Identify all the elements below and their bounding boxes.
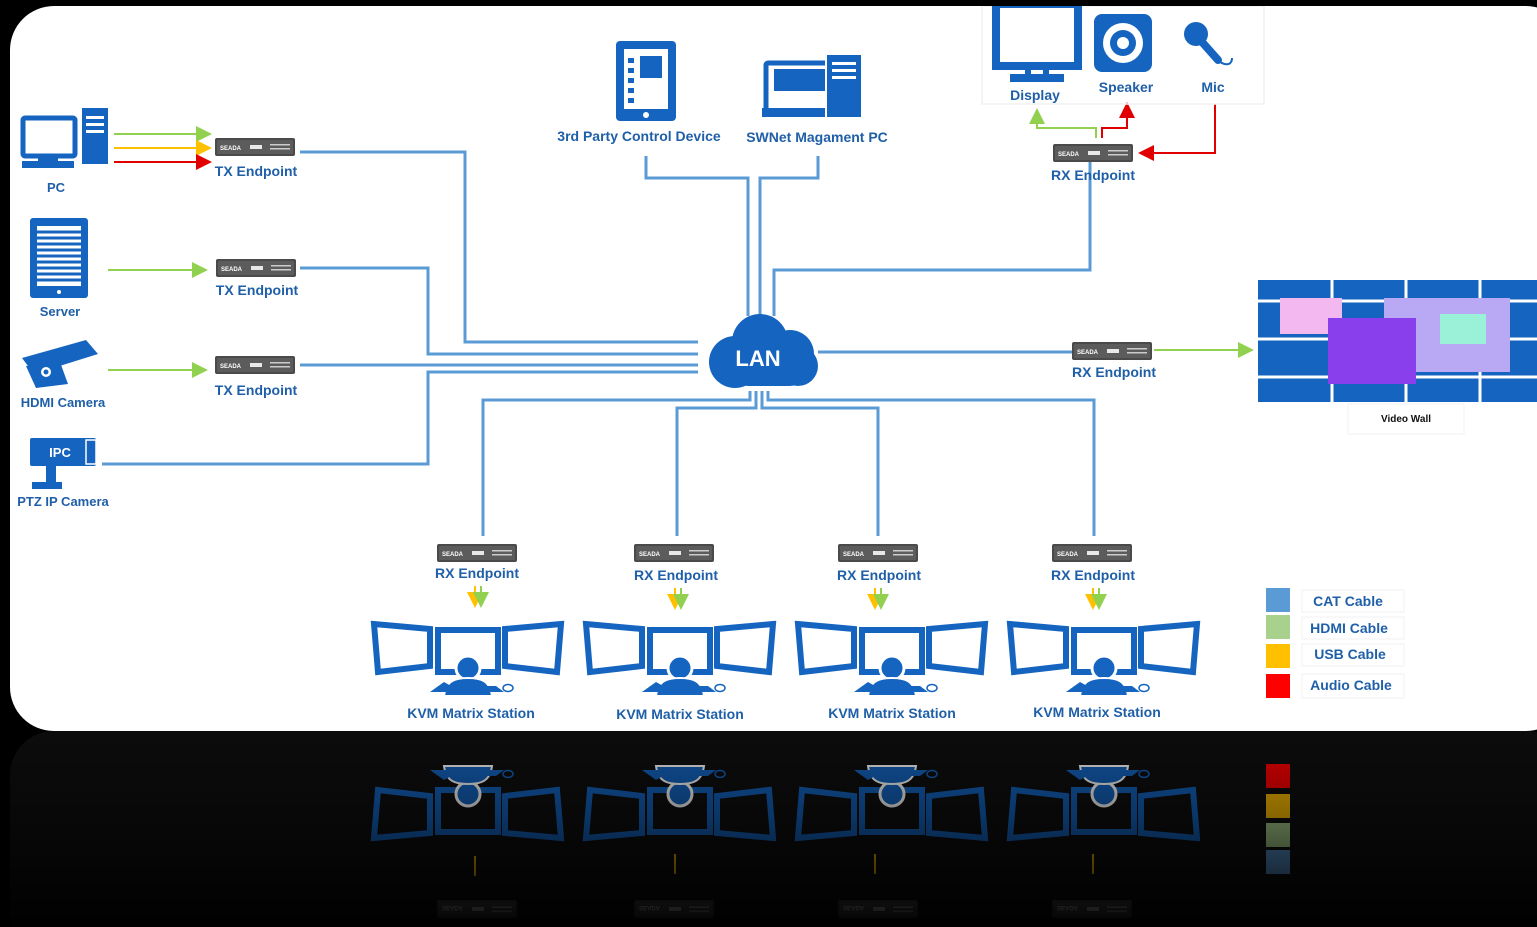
- management-pc-icon: [762, 53, 863, 119]
- rx-endpoint-label-3: RX Endpoint: [837, 567, 921, 583]
- cable-tx1-lan: [300, 150, 698, 344]
- rx-endpoint-label-2: RX Endpoint: [634, 567, 718, 583]
- rx-audio-signals: [1029, 102, 1254, 358]
- legend-item-cat: CAT Cable: [1266, 588, 1405, 613]
- legend-swatch-usb: [1266, 644, 1290, 668]
- rx-endpoint-device-4: [1052, 544, 1132, 562]
- kvm-station-icon-2: [586, 624, 773, 696]
- video-wall-label: Video Wall: [1381, 414, 1431, 425]
- tx-endpoint-label-3: TX Endpoint: [215, 382, 298, 398]
- diagram-reflection: [10, 731, 1537, 927]
- video-wall-label-box: [1347, 403, 1465, 435]
- server-label: Server: [40, 304, 80, 319]
- rx-endpoint-device-1: [437, 544, 517, 562]
- legend-label-cat: CAT Cable: [1313, 593, 1383, 609]
- kvm-station-label-3: KVM Matrix Station: [828, 705, 956, 721]
- legend-label-hdmi: HDMI Cable: [1310, 620, 1388, 636]
- speaker-label: Speaker: [1099, 79, 1154, 95]
- rx-endpoint-label-top: RX Endpoint: [1051, 167, 1135, 183]
- kvm-station-icon-3: [798, 624, 985, 696]
- video-wall: [1258, 280, 1537, 402]
- hdmi-camera-label: HDMI Camera: [21, 395, 106, 410]
- legend-swatch-hdmi: [1266, 615, 1290, 639]
- rx-endpoint-device-3: [838, 544, 918, 562]
- legend-item-hdmi: HDMI Cable: [1266, 615, 1405, 640]
- cable-lan-kvm4: [766, 391, 1096, 536]
- pc-label: PC: [47, 180, 66, 195]
- kvm-column-1: RX Endpoint KVM Matrix Station: [374, 544, 561, 721]
- tx-endpoint-device-1: [215, 138, 295, 156]
- legend: CAT Cable HDMI Cable USB Cable Audio Cab…: [1266, 588, 1405, 699]
- cable-lan-kvm2: [675, 391, 758, 536]
- rx-endpoint-device-wall: [1072, 342, 1152, 360]
- kvm-station-label-1: KVM Matrix Station: [407, 705, 535, 721]
- speaker-icon: [1094, 14, 1152, 72]
- legend-swatch-cat: [1266, 588, 1290, 612]
- kvm-station-icon-4: [1010, 624, 1197, 696]
- rx-endpoint-label-4: RX Endpoint: [1051, 567, 1135, 583]
- management-pc-label: SWNet Magament PC: [746, 129, 888, 145]
- legend-item-audio: Audio Cable: [1266, 673, 1405, 699]
- pc-icon: [20, 108, 108, 168]
- rx-endpoint-device-2: [634, 544, 714, 562]
- legend-item-usb: USB Cable: [1266, 643, 1405, 668]
- cable-lan-kvm1: [481, 391, 752, 536]
- tx-endpoint-device-2: [216, 259, 296, 277]
- legend-label-usb: USB Cable: [1314, 646, 1386, 662]
- tablet-icon: [616, 41, 676, 121]
- cable-tx2-lan: [300, 266, 698, 356]
- ptz-camera-icon: IPC: [30, 438, 97, 489]
- kvm-column-3: RX Endpoint KVM Matrix Station: [798, 544, 985, 721]
- cable-ipc-lan: [102, 370, 698, 466]
- pc-tx-signals: [108, 126, 212, 378]
- kvm-station-label-4: KVM Matrix Station: [1033, 704, 1161, 720]
- legend-swatch-audio: [1266, 674, 1290, 698]
- tx-endpoint-label-2: TX Endpoint: [216, 282, 299, 298]
- network-diagram: SEADA: [17, 6, 1537, 722]
- kvm-station-icon-1: [374, 624, 561, 696]
- rx-endpoint-device-top: [1053, 144, 1133, 162]
- ipc-badge: IPC: [49, 445, 71, 460]
- rx-endpoint-label-wall: RX Endpoint: [1072, 364, 1156, 380]
- mic-icon: [1184, 22, 1233, 66]
- diagram-card: SEADA: [10, 6, 1537, 731]
- cable-rx-top-lan: [772, 162, 1092, 316]
- cat-cables: [102, 150, 1096, 536]
- display-label: Display: [1010, 87, 1060, 103]
- control-device-label: 3rd Party Control Device: [557, 128, 721, 144]
- tx-endpoint-device-3: [215, 356, 295, 374]
- server-icon: [30, 218, 88, 298]
- legend-label-audio: Audio Cable: [1310, 677, 1392, 693]
- cable-mgmt-lan: [758, 156, 820, 316]
- cable-control-lan: [644, 156, 750, 316]
- tx-endpoint-label-1: TX Endpoint: [215, 163, 298, 179]
- av-box: [981, 6, 1265, 105]
- display-icon: [992, 6, 1082, 82]
- kvm-column-2: RX Endpoint KVM Matrix Station: [586, 544, 773, 722]
- cable-lan-kvm3: [760, 391, 880, 536]
- kvm-column-4: RX Endpoint KVM Matrix Station: [1010, 544, 1197, 720]
- kvm-station-label-2: KVM Matrix Station: [616, 706, 744, 722]
- lan-cloud: LAN: [709, 314, 818, 388]
- lan-label: LAN: [735, 346, 780, 371]
- mic-label: Mic: [1201, 79, 1225, 95]
- ptz-camera-label: PTZ IP Camera: [17, 494, 109, 509]
- hdmi-camera-icon: [22, 340, 98, 388]
- rx-endpoint-label-1: RX Endpoint: [435, 565, 519, 581]
